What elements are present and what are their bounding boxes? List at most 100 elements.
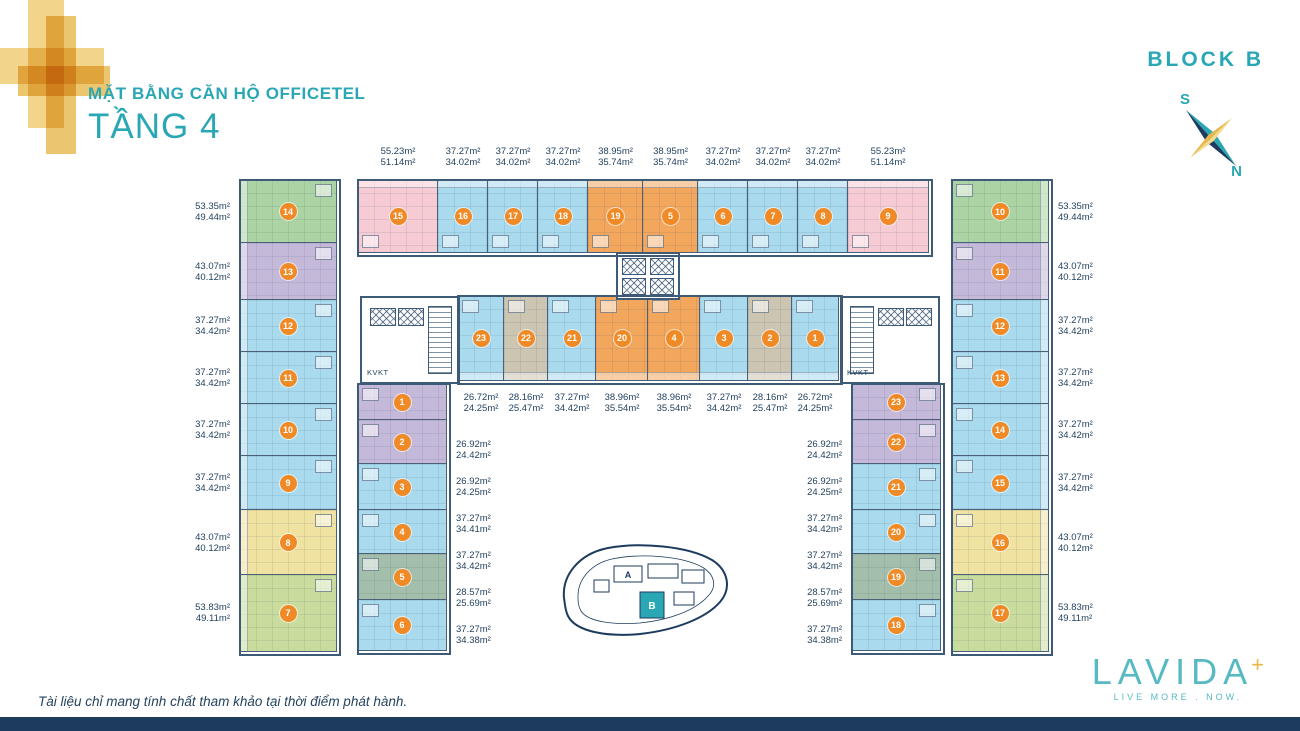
unit-23[interactable]: 23 xyxy=(851,383,941,421)
elevator-shaft-icon xyxy=(398,308,424,326)
unit-16[interactable]: 16 xyxy=(437,179,489,253)
unit-21[interactable]: 21 xyxy=(851,463,941,511)
unit-10[interactable]: 10 xyxy=(951,179,1049,244)
bathroom-fixture-icon xyxy=(752,235,769,248)
unit-15[interactable]: 15 xyxy=(951,455,1049,511)
unit-number-badge: 10 xyxy=(279,421,297,439)
bathroom-fixture-icon xyxy=(362,235,379,248)
technical-core-right: KVKT xyxy=(840,296,940,384)
bathroom-fixture-icon xyxy=(796,300,813,313)
unit-10[interactable]: 10 xyxy=(239,403,337,457)
unit-12[interactable]: 12 xyxy=(239,299,337,353)
elevator-shaft-icon xyxy=(650,258,674,275)
bathroom-fixture-icon xyxy=(315,304,332,317)
bathroom-fixture-icon xyxy=(362,424,379,437)
bathroom-fixture-icon xyxy=(652,300,669,313)
unit-number-badge: 11 xyxy=(991,263,1009,280)
unit-14[interactable]: 14 xyxy=(951,403,1049,457)
unit-20[interactable]: 20 xyxy=(595,295,649,381)
unit-1[interactable]: 1 xyxy=(357,383,447,421)
unit-11[interactable]: 11 xyxy=(951,242,1049,301)
unit-number-badge: 22 xyxy=(517,329,535,347)
unit-12[interactable]: 12 xyxy=(951,299,1049,353)
unit-1[interactable]: 1 xyxy=(791,295,839,381)
bathroom-fixture-icon xyxy=(315,184,332,197)
unit-3[interactable]: 3 xyxy=(357,463,447,511)
bathroom-fixture-icon xyxy=(315,579,332,592)
unit-number-badge: 4 xyxy=(393,523,411,541)
unit-18[interactable]: 18 xyxy=(537,179,589,253)
bathroom-fixture-icon xyxy=(919,604,936,617)
bathroom-fixture-icon xyxy=(852,235,869,248)
unit-number-badge: 11 xyxy=(279,369,297,387)
unit-19[interactable]: 19 xyxy=(851,553,941,601)
unit-number-badge: 15 xyxy=(389,207,407,225)
unit-number-badge: 3 xyxy=(393,478,411,496)
gold-cross-logo xyxy=(0,0,120,160)
unit-22[interactable]: 22 xyxy=(503,295,549,381)
unit-4[interactable]: 4 xyxy=(357,509,447,555)
unit-17[interactable]: 17 xyxy=(487,179,539,253)
unit-8[interactable]: 8 xyxy=(797,179,849,253)
bathroom-fixture-icon xyxy=(956,184,973,197)
unit-8[interactable]: 8 xyxy=(239,509,337,576)
unit-14[interactable]: 14 xyxy=(239,179,337,244)
unit-number-badge: 2 xyxy=(393,433,411,451)
unit-13[interactable]: 13 xyxy=(951,351,1049,405)
unit-9[interactable]: 9 xyxy=(847,179,929,253)
brand-tagline: LIVE MORE . NOW. xyxy=(1113,692,1243,702)
unit-number-badge: 3 xyxy=(715,329,733,347)
bathroom-fixture-icon xyxy=(704,300,721,313)
bathroom-fixture-icon xyxy=(956,247,973,260)
unit-number-badge: 18 xyxy=(887,616,905,634)
block-label: BLOCK B xyxy=(1147,48,1264,71)
elevator-shaft-icon xyxy=(906,308,932,326)
unit-9[interactable]: 9 xyxy=(239,455,337,511)
unit-number-badge: 23 xyxy=(472,329,490,347)
unit-2[interactable]: 2 xyxy=(357,419,447,465)
unit-5[interactable]: 5 xyxy=(357,553,447,601)
compass-north-label: N xyxy=(1231,163,1242,178)
unit-15[interactable]: 15 xyxy=(357,179,439,253)
elevator-shaft-icon xyxy=(622,258,646,275)
unit-4[interactable]: 4 xyxy=(647,295,701,381)
unit-7[interactable]: 7 xyxy=(239,574,337,652)
unit-11[interactable]: 11 xyxy=(239,351,337,405)
unit-number-badge: 16 xyxy=(991,534,1009,551)
unit-7[interactable]: 7 xyxy=(747,179,799,253)
unit-6[interactable]: 6 xyxy=(357,599,447,651)
site-block-a-label: A xyxy=(625,570,632,580)
unit-5[interactable]: 5 xyxy=(642,179,699,253)
unit-21[interactable]: 21 xyxy=(547,295,597,381)
disclaimer-text: Tài liệu chỉ mang tính chất tham khảo tạ… xyxy=(38,694,408,709)
bathroom-fixture-icon xyxy=(362,468,379,481)
unit-22[interactable]: 22 xyxy=(851,419,941,465)
unit-18[interactable]: 18 xyxy=(851,599,941,651)
unit-2[interactable]: 2 xyxy=(747,295,793,381)
unit-number-badge: 15 xyxy=(991,474,1009,492)
brand-name: LAVIDA xyxy=(1091,651,1254,692)
unit-20[interactable]: 20 xyxy=(851,509,941,555)
elevator-shaft-icon xyxy=(370,308,396,326)
unit-16[interactable]: 16 xyxy=(951,509,1049,576)
unit-6[interactable]: 6 xyxy=(697,179,749,253)
unit-13[interactable]: 13 xyxy=(239,242,337,301)
core-label: KVKT xyxy=(847,368,869,377)
unit-17[interactable]: 17 xyxy=(951,574,1049,652)
unit-3[interactable]: 3 xyxy=(699,295,749,381)
unit-23[interactable]: 23 xyxy=(457,295,505,381)
unit-19[interactable]: 19 xyxy=(587,179,644,253)
